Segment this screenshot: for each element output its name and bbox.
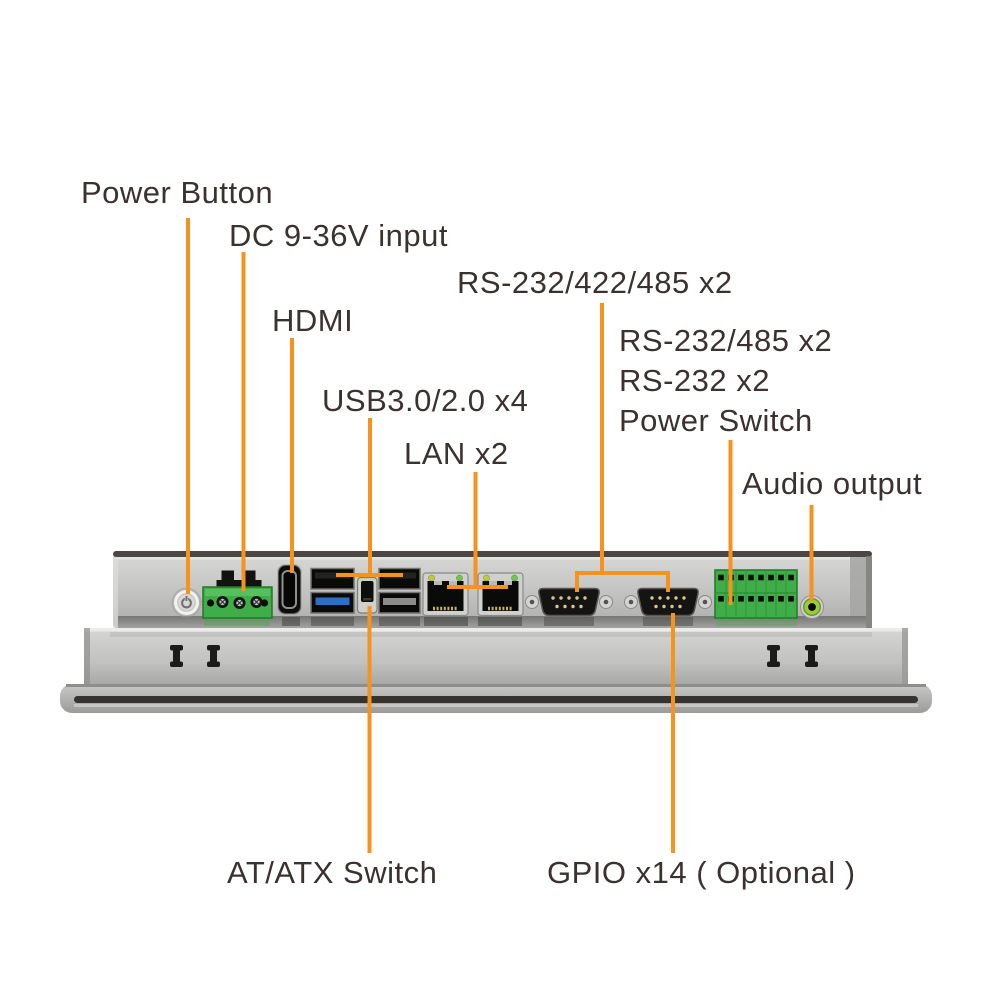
lan-port-2 [477,572,524,617]
label-at-atx: AT/ATX Switch [227,855,438,890]
lan-led-left [483,574,490,582]
dc-terminal-block [202,570,273,619]
label-serial-combo-2-line3: Power Switch [619,403,813,438]
label-serial-combo-2: RS-232/485 x2 RS-232 x2 Power Switch [619,321,832,441]
label-serial-combo-1: RS-232/422/485 x2 [457,265,733,300]
usb2-port [378,567,421,590]
lan-led-right [456,574,463,582]
bottom-flange [60,684,932,713]
label-audio: Audio output [742,466,923,501]
label-power-button: Power Button [81,175,274,210]
label-dc-input: DC 9-36V input [229,218,448,253]
label-lan: LAN x2 [404,436,509,471]
chassis [60,551,932,713]
lan-led-right [511,574,518,582]
at-atx-switch [356,576,378,614]
leader-serial-combo-1 [575,303,670,592]
mount-screw-slots [170,645,818,667]
port-reflections [118,616,866,628]
gpio-terminal-block [714,569,798,619]
audio-jack [800,595,824,619]
leader-usb [336,418,403,577]
label-serial-combo-2-line1: RS-232/485 x2 [619,323,833,358]
lan-port-1 [422,572,469,617]
usb2-port [310,567,355,590]
label-usb: USB3.0/2.0 x4 [322,383,529,418]
label-hdmi: HDMI [272,303,354,338]
label-gpio: GPIO x14 ( Optional ) [547,855,856,890]
lan-led-left [428,574,435,582]
hdmi-port [277,564,302,615]
leader-lan [447,472,508,589]
label-serial-combo-2-line2: RS-232 x2 [619,363,770,398]
power-icon [181,596,192,609]
leader-lines [186,218,814,853]
dc-terminal-screws [216,596,263,609]
